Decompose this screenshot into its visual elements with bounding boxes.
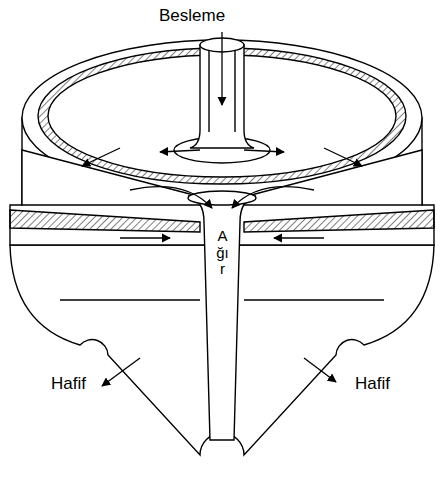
flow-arrows <box>82 32 362 386</box>
feed-arrow <box>221 32 222 105</box>
light-label: Hafif <box>50 374 87 394</box>
inflow-arrow <box>130 187 212 208</box>
wedge-line <box>60 299 200 300</box>
spread-arrow <box>324 148 362 166</box>
feed-pipe-inner <box>208 48 209 132</box>
light-arrow <box>102 358 140 386</box>
spread-arrow <box>82 148 120 166</box>
feed-pipe-inner <box>234 48 235 132</box>
section-band <box>10 210 200 232</box>
inward-arrow <box>120 237 170 238</box>
inflow-arrow <box>232 187 314 208</box>
heavy-tube-mouth <box>188 191 256 205</box>
heavy-label: Ağır <box>215 228 230 278</box>
light-arrow <box>304 358 336 382</box>
heavy-tube <box>188 196 256 440</box>
spread-arrow <box>160 150 200 152</box>
light-label: Hafif <box>354 374 391 394</box>
feed-label: Besleme <box>158 6 226 26</box>
inward-arrow <box>274 237 324 238</box>
spread-arrow <box>244 150 284 152</box>
section-band <box>244 210 434 232</box>
wedge-line <box>244 299 384 300</box>
